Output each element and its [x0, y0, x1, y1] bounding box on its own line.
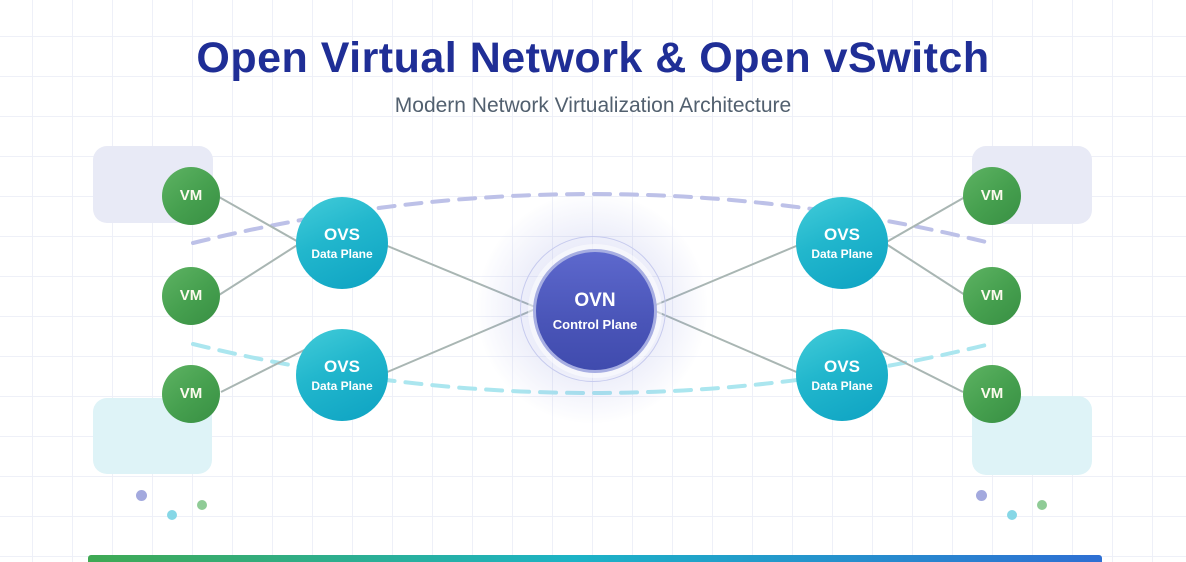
link-ovs-rt-vm5	[882, 241, 966, 296]
dot-cyan-right	[1007, 510, 1017, 520]
link-ovs-rt-vm4	[882, 196, 966, 245]
ovs-subtitle: Data Plane	[811, 379, 873, 394]
solid-links	[218, 196, 966, 393]
link-ovn-ovs-rt	[645, 243, 802, 310]
ovs-subtitle: Data Plane	[311, 247, 373, 262]
ovn-outer-ring	[520, 236, 666, 382]
node-ovs-right-bottom: OVS Data Plane	[796, 329, 888, 421]
ovs-title: OVS	[324, 224, 360, 244]
vm-label: VM	[980, 286, 1004, 304]
vm-label: VM	[980, 384, 1004, 402]
ovs-title: OVS	[324, 356, 360, 376]
node-vm-left-3: VM	[162, 365, 220, 423]
node-vm-left-1: VM	[162, 167, 220, 225]
dot-green-right	[1037, 500, 1047, 510]
ovs-title: OVS	[824, 224, 860, 244]
link-ovs-lb-ovn	[384, 306, 541, 374]
ovn-subtitle: Control Plane	[552, 316, 638, 332]
node-vm-right-3: VM	[963, 365, 1021, 423]
ovn-title: OVN	[574, 290, 616, 311]
node-ovn-control-plane: OVN Control Plane	[533, 249, 657, 373]
dot-lavender-right	[976, 490, 987, 501]
dot-lavender-left	[136, 490, 147, 501]
bottom-accent-bar	[88, 555, 1102, 562]
node-vm-right-2: VM	[963, 267, 1021, 325]
ovs-subtitle: Data Plane	[811, 247, 873, 262]
vm-label: VM	[179, 384, 203, 402]
link-vm1-ovs-lt	[218, 196, 303, 245]
node-ovs-left-top: OVS Data Plane	[296, 197, 388, 289]
node-ovs-left-bottom: OVS Data Plane	[296, 329, 388, 421]
node-ovs-right-top: OVS Data Plane	[796, 197, 888, 289]
vm-label: VM	[179, 286, 203, 304]
ovs-title: OVS	[824, 356, 860, 376]
vm-label: VM	[980, 186, 1004, 204]
vm-label: VM	[179, 186, 203, 204]
page-subtitle: Modern Network Virtualization Architectu…	[394, 94, 792, 117]
page-title: Open Virtual Network & Open vSwitch	[196, 34, 990, 82]
node-vm-right-1: VM	[963, 167, 1021, 225]
link-ovs-lt-ovn	[384, 244, 541, 310]
dot-green-left	[197, 500, 207, 510]
link-vm2-ovs-lt	[218, 241, 303, 296]
node-vm-left-2: VM	[162, 267, 220, 325]
dot-cyan-left	[167, 510, 177, 520]
ovs-subtitle: Data Plane	[311, 379, 373, 394]
link-ovn-ovs-rb	[645, 306, 802, 375]
